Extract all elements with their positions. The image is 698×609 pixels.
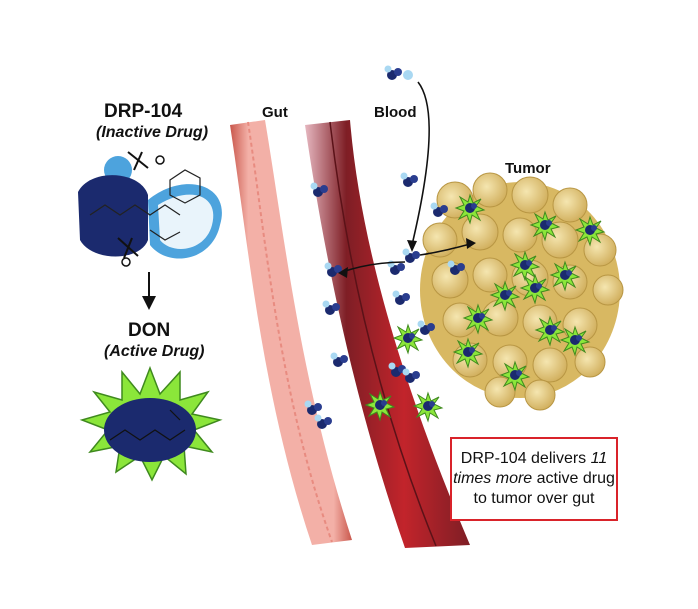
conversion-arrow (142, 272, 156, 310)
drp104-subtitle: (Inactive Drug) (96, 124, 209, 141)
don-title: DON (128, 320, 171, 341)
blood-vessel-wall (329, 121, 437, 547)
arrow-heads (338, 238, 476, 278)
blood-vessel (305, 120, 470, 548)
incoming-molecule-part (403, 70, 413, 80)
incoming-molecule (384, 65, 402, 80)
drp104-molecule (78, 151, 222, 267)
drp104-title: DRP-104 (104, 101, 183, 122)
don-molecule (79, 365, 223, 482)
gut-lining (247, 121, 333, 543)
tumor-label: Tumor (505, 160, 551, 177)
gut-vessel (230, 120, 352, 545)
callout-line-2-rest: active drug (532, 470, 615, 487)
callout-line-1: DRP-104 delivers 11 (452, 449, 616, 469)
blood-label: Blood (374, 104, 417, 121)
callout-line-3: to tumor over gut (473, 490, 595, 507)
callout-emph-number: 11 (590, 450, 608, 467)
callout-pre: DRP-104 delivers (460, 450, 591, 467)
don-subtitle: (Active Drug) (104, 343, 205, 360)
callout-emph-phrase: times more (453, 470, 533, 487)
callout-box: DRP-104 delivers 11 times more active dr… (450, 437, 618, 521)
callout-line-2: times more active drug (452, 469, 616, 489)
gut-label: Gut (262, 104, 288, 121)
